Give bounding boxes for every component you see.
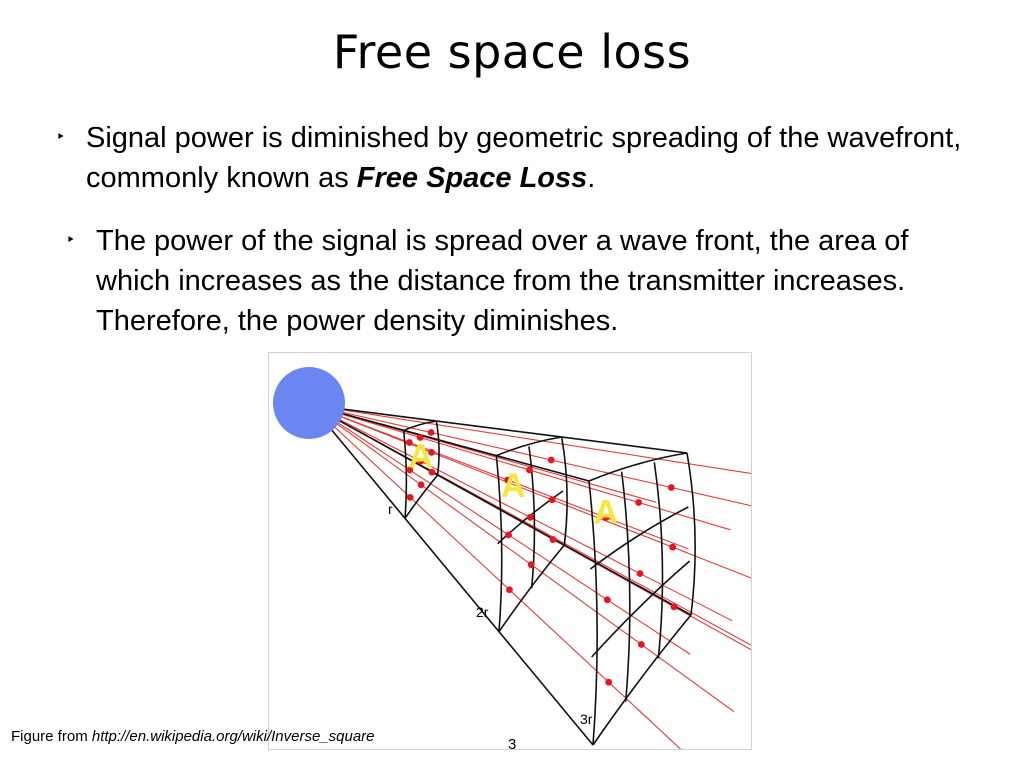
ray-line bbox=[310, 404, 773, 512]
ray-dot bbox=[637, 641, 645, 648]
ray-dot bbox=[428, 468, 436, 476]
inverse-square-figure: A A A r 2r 3r bbox=[268, 352, 776, 761]
ray-dot bbox=[506, 586, 513, 594]
ray-dot bbox=[526, 466, 533, 474]
wavefront-grid-line bbox=[560, 436, 568, 546]
wavefront-grid-line bbox=[402, 430, 408, 519]
ray-dot bbox=[605, 678, 613, 686]
ray-dot bbox=[547, 456, 555, 464]
ray-dot bbox=[527, 561, 535, 569]
bullet-1-text-end: . bbox=[587, 162, 596, 194]
ray-dot bbox=[427, 429, 435, 436]
ray-dot bbox=[526, 513, 534, 521]
source-circle bbox=[273, 367, 345, 439]
label-2r: 2r bbox=[476, 604, 489, 620]
ray-intersection-dots bbox=[405, 429, 678, 686]
wavefront-grid-line bbox=[403, 420, 437, 432]
bullet-2: ‣ The power of the signal is spread over… bbox=[66, 221, 976, 341]
wavefront-grid-line bbox=[686, 452, 696, 616]
wavefront-grid-line bbox=[653, 462, 664, 659]
ray-dot bbox=[602, 514, 610, 521]
pyramid-edge bbox=[310, 404, 590, 482]
ray-dot bbox=[406, 466, 414, 474]
area-letters: A A A bbox=[408, 438, 618, 532]
pyramid-edge bbox=[310, 404, 688, 454]
ray-dot bbox=[406, 493, 414, 501]
bullet-1-emphasis: Free Space Loss bbox=[356, 162, 588, 194]
wavefront-grid-line bbox=[592, 614, 692, 746]
wavefront-grid-line bbox=[498, 544, 565, 633]
ray-dot bbox=[417, 481, 425, 489]
wavefront-grids bbox=[310, 404, 696, 746]
ray-dot bbox=[505, 531, 512, 539]
wavefront-grid-line bbox=[435, 420, 440, 476]
pyramid-edge bbox=[310, 404, 594, 746]
ray-dot bbox=[670, 603, 678, 611]
caption-prefix: Figure from bbox=[11, 728, 92, 745]
ray-dot bbox=[667, 484, 675, 491]
bullet-1-text: Signal power is diminished by geometric … bbox=[86, 122, 962, 194]
ray-dot bbox=[428, 448, 435, 456]
ray-line bbox=[310, 404, 775, 588]
ray-dot bbox=[548, 496, 556, 504]
label-r: r bbox=[388, 501, 393, 517]
area-letter: A bbox=[501, 467, 526, 505]
ray-dot bbox=[636, 570, 644, 577]
wavefront-grid-line bbox=[591, 560, 691, 658]
caption-link[interactable]: http://en.wikipedia.org/wiki/Inverse_squ… bbox=[91, 728, 375, 745]
bullet-2-text: The power of the signal is spread over a… bbox=[96, 225, 909, 337]
ray-line bbox=[310, 404, 689, 550]
wavefront-grid-line bbox=[620, 471, 631, 702]
wavefront-grid-line bbox=[404, 474, 439, 519]
figure-caption: Figure from http://en.wikipedia.org/wiki… bbox=[11, 728, 375, 746]
triangle-right-icon: ‣ bbox=[66, 232, 76, 249]
ray-dot bbox=[417, 457, 425, 465]
wavefront-grid-line bbox=[528, 446, 536, 589]
wavefront-grid-line bbox=[588, 452, 688, 482]
triangle-right-icon: ‣ bbox=[56, 129, 66, 146]
wavefront-grid-line bbox=[495, 455, 503, 632]
ray-dot bbox=[405, 439, 413, 446]
ray-dot bbox=[603, 596, 611, 604]
ray-dot bbox=[669, 543, 677, 551]
page-number: 3 bbox=[508, 736, 517, 753]
ray-dot bbox=[416, 434, 424, 441]
ray-line bbox=[310, 404, 731, 531]
wavefront-grid-line bbox=[589, 506, 689, 570]
slide-title: Free space loss bbox=[332, 25, 692, 79]
area-letter: A bbox=[408, 438, 433, 476]
ray-dot bbox=[635, 499, 643, 506]
ray-dot bbox=[504, 476, 512, 484]
ray-dot bbox=[549, 536, 557, 543]
wavefront-grid-line bbox=[496, 436, 562, 457]
ray-line bbox=[310, 404, 772, 657]
ray-line bbox=[310, 404, 735, 713]
area-letter: A bbox=[594, 493, 619, 531]
label-3r: 3r bbox=[580, 711, 593, 727]
bullet-1: ‣ Signal power is diminished by geometri… bbox=[56, 118, 986, 198]
inverse-square-diagram: A A A r 2r 3r bbox=[273, 367, 776, 761]
wavefront-grid-line bbox=[588, 480, 598, 746]
